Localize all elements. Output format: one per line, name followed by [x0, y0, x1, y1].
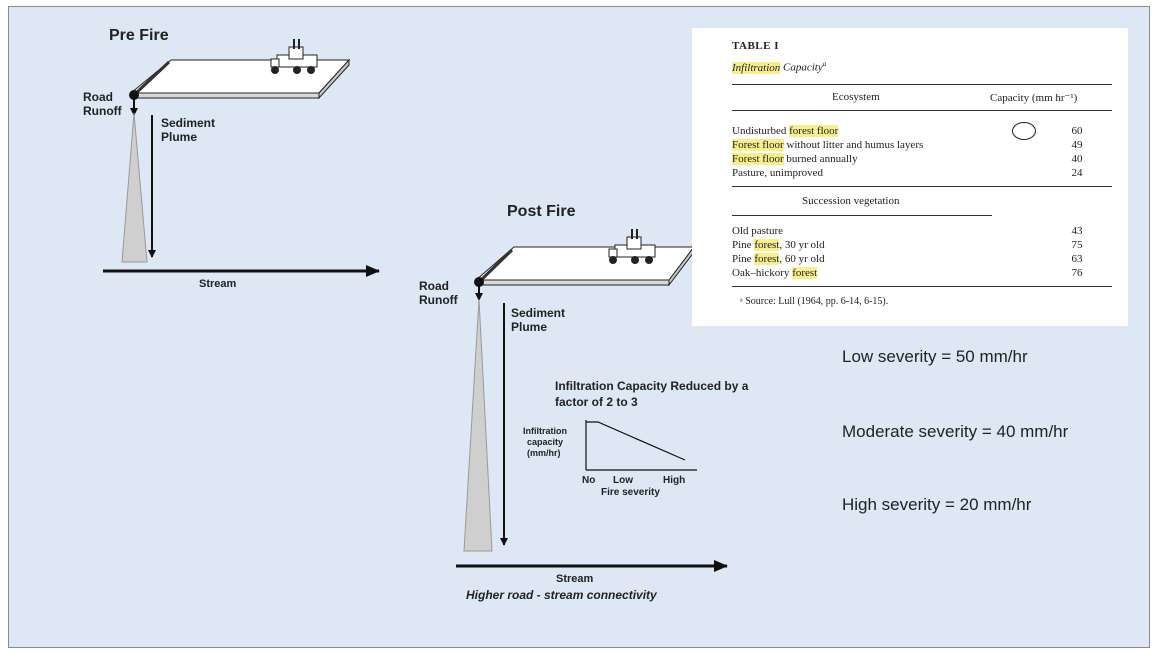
pre-fire-title: Pre Fire [109, 27, 169, 44]
post-road-runoff-label: Road Runoff [419, 279, 459, 307]
mini-chart-tick-no: No [582, 475, 595, 486]
runoff-point [474, 277, 484, 287]
sediment-plume-pre [121, 112, 148, 263]
pre-sediment-plume-label: Sediment Plume [161, 116, 218, 144]
table-rule [732, 84, 1112, 85]
mini-chart-line [586, 421, 686, 461]
high-severity-note: High severity = 20 mm/hr [842, 495, 1032, 514]
table-rule [732, 110, 1112, 111]
table-section-label: Succession vegetation [802, 195, 900, 207]
moderate-severity-note: Moderate severity = 40 mm/hr [842, 422, 1069, 441]
truck-icon [270, 39, 318, 74]
table-subtitle: Infiltration Capacitya [732, 60, 827, 74]
infiltration-mini-chart: Infiltration capacity (mm/hr) No Low Hig… [523, 420, 697, 498]
col-header-capacity: Capacity (mm hr⁻¹) [990, 92, 1078, 104]
table-rule [732, 286, 1112, 287]
low-severity-note: Low severity = 50 mm/hr [842, 347, 1028, 366]
sediment-plume-post [463, 298, 493, 552]
value-circle-highlight [1012, 122, 1036, 140]
mini-chart-ylabel: Infiltration capacity (mm/hr) [523, 426, 570, 458]
post-fire-title: Post Fire [507, 203, 576, 220]
table-rule [732, 186, 1112, 187]
pre-stream-label: Stream [199, 278, 237, 290]
table-rule [732, 215, 992, 216]
truck-icon [608, 229, 656, 264]
mini-chart-tick-high: High [663, 475, 685, 486]
post-fire-road [474, 245, 696, 287]
reduction-note: Infiltration Capacity Reduced by a facto… [555, 379, 752, 409]
mini-chart-xlabel: Fire severity [601, 487, 660, 498]
connectivity-caption: Higher road - stream connectivity [466, 588, 658, 602]
table-footnote: ᵃ Source: Lull (1964, pp. 6-14, 6-15). [740, 296, 889, 307]
table-row: Forest floor without litter and humus la… [732, 139, 1083, 151]
post-sediment-plume-label: Sediment Plume [511, 306, 568, 334]
infiltration-table: TABLE I Infiltration Capacitya Ecosystem… [692, 28, 1128, 326]
table-title: TABLE I [732, 40, 780, 52]
mini-chart-tick-low: Low [613, 475, 633, 486]
post-stream-label: Stream [556, 573, 594, 585]
road-runoff-diagram: Pre Fire Road Runoff Sediment Plume Stre… [83, 27, 752, 602]
pre-road-runoff-label: Road Runoff [83, 90, 123, 118]
slide: Pre Fire Road Runoff Sediment Plume Stre… [8, 6, 1150, 648]
col-header-ecosystem: Ecosystem [832, 91, 880, 103]
runoff-point [129, 90, 139, 100]
